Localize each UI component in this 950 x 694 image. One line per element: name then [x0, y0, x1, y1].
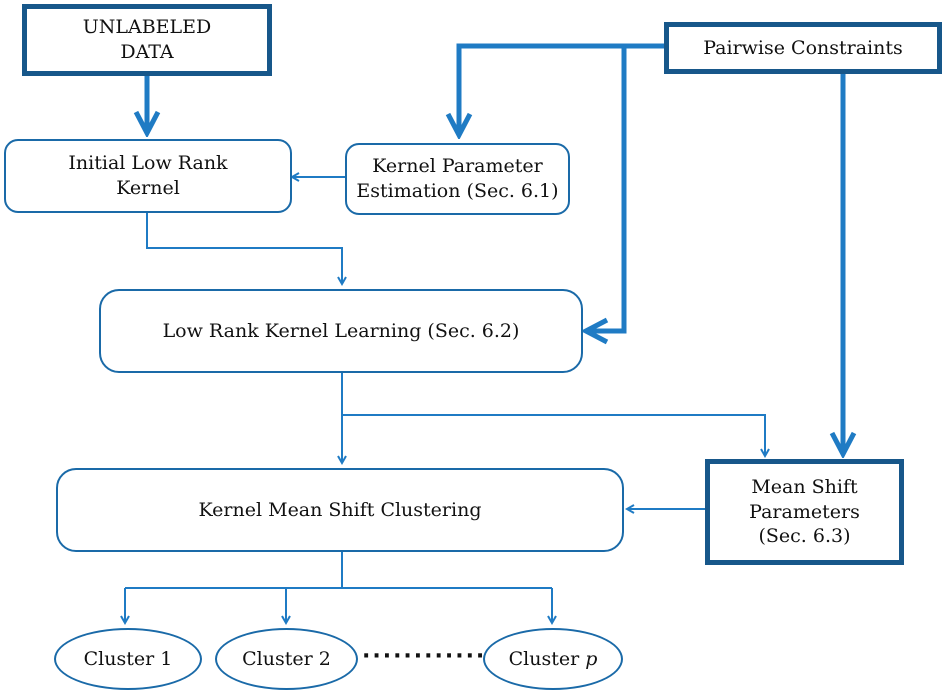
- kernel-parameter-estimation-label: Kernel Parameter Estimation (Sec. 6.1): [356, 155, 559, 202]
- kernel-mean-shift-clustering-box: Kernel Mean Shift Clustering: [56, 468, 624, 552]
- pairwise-constraints-label: Pairwise Constraints: [703, 36, 903, 59]
- unlabeled-data-label: UNLABELED DATA: [82, 16, 212, 63]
- kernel-mean-shift-clustering-label: Kernel Mean Shift Clustering: [198, 498, 482, 521]
- cluster-2-node: Cluster 2: [215, 628, 358, 690]
- cluster-1-label: Cluster 1: [83, 647, 173, 670]
- cluster-2-label: Cluster 2: [242, 647, 331, 670]
- mean-shift-parameters-label: Mean Shift Parameters (Sec. 6.3): [749, 475, 860, 548]
- arrow-kernel-learning-to-mean-shift-params: [342, 414, 765, 456]
- arrow-constraints-to-param-estimation: [459, 43, 664, 135]
- cluster-p-node: Cluster p: [483, 628, 623, 690]
- low-rank-kernel-learning-box: Low Rank Kernel Learning (Sec. 6.2): [99, 289, 583, 373]
- arrow-initial-kernel-to-kernel-learning: [146, 212, 342, 284]
- pairwise-constraints-box: Pairwise Constraints: [664, 22, 942, 74]
- cluster-p-label: Cluster p: [509, 647, 598, 672]
- cluster-ellipsis: ············: [362, 644, 487, 669]
- arrow-constraints-to-kernel-learning: [586, 46, 627, 331]
- initial-low-rank-kernel-label: Initial Low Rank Kernel: [68, 152, 228, 199]
- mean-shift-parameters-box: Mean Shift Parameters (Sec. 6.3): [705, 459, 904, 565]
- low-rank-kernel-learning-label: Low Rank Kernel Learning (Sec. 6.2): [162, 319, 520, 342]
- cluster-p-variable: p: [585, 647, 598, 670]
- unlabeled-data-box: UNLABELED DATA: [22, 4, 272, 76]
- arrow-clustering-split: [125, 552, 343, 589]
- kernel-parameter-estimation-box: Kernel Parameter Estimation (Sec. 6.1): [345, 143, 570, 215]
- cluster-1-node: Cluster 1: [54, 628, 202, 690]
- cluster-p-word: Cluster: [508, 647, 580, 670]
- initial-low-rank-kernel-box: Initial Low Rank Kernel: [4, 139, 292, 213]
